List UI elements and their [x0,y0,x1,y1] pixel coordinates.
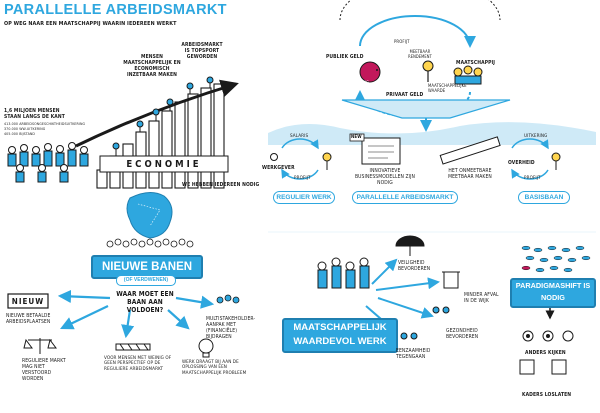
stat-main: 1,6 MILJOEN MENSEN STAAN LANGS DE KANT [4,108,65,120]
heart-people-icon [432,306,450,314]
waardevol-banner: MAATSCHAPPELIJK WAARDEVOL WERK [282,318,398,353]
paradigm-banner: PARADIGMASHIFT IS NODIG [510,278,596,308]
boxes-icon [519,359,567,375]
gezondheid: GEZONDHEID BEVORDEREN [446,328,479,340]
profijt-basis: PROFIJT [524,176,541,181]
hands-icon [400,332,418,340]
multistakeholder: MULTISTAKEHOLDER-AANPAK MET (FINANCIËLE)… [206,316,256,340]
anders-kijken: ANDERS KIJKEN [525,350,566,356]
worker-icon [322,152,332,162]
kaders-loslaten: KADERS LOSLATEN [522,392,572,398]
economie-banner [99,155,229,173]
onmeetbare: HET ONMEETBARE MEETBAAR MAKEN [448,168,492,180]
eenzaamheid: EENZAAMHEID TEGENGAAN [396,348,431,360]
basisbaan-pill: BASISBAAN [518,191,570,204]
umbrella-icon [395,235,425,256]
economie-label: ECONOMIE [126,159,202,170]
note-iedereen: WE HEBBEN IEDEREEN NODIG [182,182,260,188]
scale-icon [23,338,57,354]
question: WAAR MOET EEN BAAN AAN VOLDOEN? [116,290,174,314]
note-inzetbaar: MENSEN MAATSCHAPPELIJK EN ECONOMISCH INZ… [123,54,181,78]
whiteboard-icon [361,137,401,165]
innovatieve: INNOVATIEVE BUSINESSMODELLEN ZIJN NODIG [354,168,416,186]
nieuw-sign-text: NIEUW [11,297,45,306]
parallel-diagram [349,133,501,165]
regulier-werk-pill: REGULIER WERK [273,191,335,204]
ruler-icon [439,136,501,165]
pig-icon [359,61,381,83]
stat-line-2: 370.000 WW-UITKERING [4,127,46,131]
stat-line-1: 413.000 ARBEIDSONGESCHIKTHEIDSUITKERING [4,122,86,126]
barrier-icon [115,343,151,351]
basis-person-icon [551,152,561,162]
stakeholder-icon [216,294,240,304]
minder-afval: MINDER AFVAL IN DE WIJK [464,292,499,304]
funnel [341,99,511,119]
new-tag: NEW [351,135,362,140]
trash-bin-icon [442,271,460,289]
reguliere-markt: REGULIERE MARKT MAG NIET VERSTOORD WORDE… [22,358,66,382]
crowd-left [7,142,89,183]
nieuwe-banen-sub: (OF VERDWENEN) [116,275,176,286]
werk-draagt: WERK DRAAGT BIJ AAN DE OPLOSSING VAN EEN… [182,360,247,376]
lightbulb-icon [198,338,214,358]
meetbaar-rendement: MEETBAAR RENDEMENT [408,49,432,59]
maatschappij: MAATSCHAPPIJ [456,60,496,66]
salaris: SALARIS [290,134,309,139]
regulier-diagram [270,138,332,180]
person-icon [422,60,434,72]
profijt-cycle: PROFIJT [394,40,410,45]
people-on-stairs [112,76,214,156]
page-subtitle: OP WEG NAAR EEN MAATSCHAPPIJ WAARIN IEDE… [4,21,177,27]
crowd-icon [453,65,483,85]
maatschappelijke-waarde: MAATSCHAPPELIJKE WAARDE [428,83,467,93]
eyes-icon [522,330,574,342]
nieuwe-betaalde: NIEUWE BETAALDE ARBEIDSPLAATSEN [6,313,51,325]
banen-crowd [106,238,194,248]
stat-line-3: 405.000 BIJSTAND [4,132,35,136]
fish-school-icon [521,245,591,273]
profijt-regulier: PROFIJT [294,176,311,181]
question-arrows [57,289,215,339]
financiering: FINANCIERING [342,80,370,85]
privaat-geld: PRIVAAT GELD [386,92,424,98]
parallel-pill: PARALLELLE ARBEIDSMARKT [352,191,458,204]
waardevol-crowd [317,257,370,289]
voor-mensen: VOOR MENSEN MET WEINIG OF GEEN PERSPECTI… [104,356,172,372]
overheid: OVERHEID [508,160,535,166]
note-topsport: ARBEIDSMARKT IS TOPSPORT GEWORDEN [181,42,223,60]
nieuw-sign [7,293,49,309]
uitkering: UITKERING [524,134,548,139]
publiek-geld: PUBLIEK GELD [326,54,364,60]
basis-diagram [511,138,561,180]
money-cycle [339,0,511,132]
netherlands-map [126,192,173,239]
werkgever: WERKGEVER [262,165,295,171]
page-title: PARALLELLE ARBEIDSMARKT [4,2,227,18]
veiligheid: VEILIGHEID BEVORDEREN [398,260,431,272]
